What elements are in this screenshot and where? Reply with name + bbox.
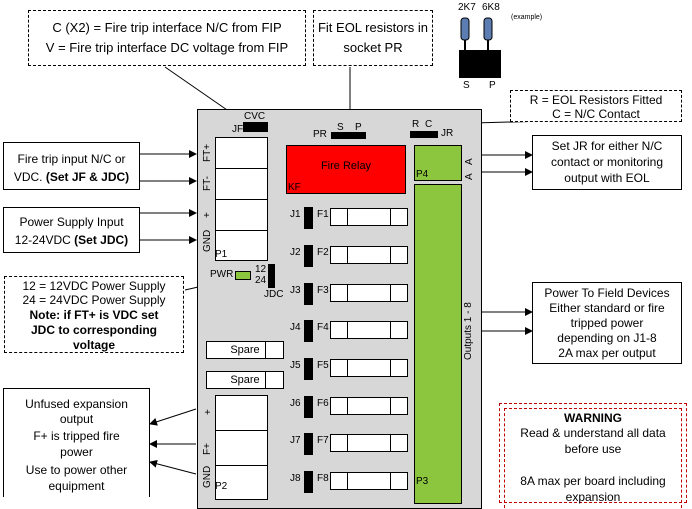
warning-box: WARNING Read & understand all data befor… xyxy=(499,403,687,508)
note-power-supply-input: Power Supply Input 12-24VDC (Set JDC) xyxy=(3,207,140,253)
jumper-label-2: J2 xyxy=(290,247,301,258)
note-jr-legend: R = EOL Resistors Fitted C = N/C Contact xyxy=(510,90,682,122)
terminal-p4[interactable]: P4 xyxy=(414,145,462,181)
note-fire-trip-input: Fire trip input N/C or VDC. (Set JF & JD… xyxy=(3,142,140,190)
note-fire-trip-interface: C (X2) = Fire trip interface N/C from FI… xyxy=(28,10,306,66)
jumper-label-3: J3 xyxy=(290,285,301,296)
jumper-1[interactable] xyxy=(304,207,313,229)
jumper-8[interactable] xyxy=(304,471,313,493)
socket-pr[interactable] xyxy=(331,132,366,139)
note-field-devices: Power To Field Devices Either standard o… xyxy=(532,282,682,364)
fuse-1[interactable] xyxy=(330,208,408,226)
fuse-label-8: F8 xyxy=(317,473,329,484)
fuse-6[interactable] xyxy=(330,397,408,415)
jumper-2[interactable] xyxy=(304,245,313,267)
jumper-3[interactable] xyxy=(304,283,313,305)
fuse-2[interactable] xyxy=(330,246,408,264)
note-expansion-output: Unfused expansion output F+ is tripped f… xyxy=(3,388,150,497)
eol-resistor-example: 2K7 6K8 (example) S P xyxy=(455,0,565,92)
note-set-jr: Set JR for either N/C contact or monitor… xyxy=(532,135,682,190)
arrow-exp-plus xyxy=(149,408,197,426)
fuse-label-5: F5 xyxy=(317,360,329,371)
fuse-label-7: F7 xyxy=(317,435,329,446)
jumper-label-6: J6 xyxy=(290,398,301,409)
note-supply-voltage: 12 = 12VDC Power Supply 24 = 24VDC Power… xyxy=(4,276,184,353)
fuse-8[interactable] xyxy=(330,472,408,490)
terminal-p1[interactable] xyxy=(215,137,268,261)
jumper-4[interactable] xyxy=(304,320,313,342)
fuse-label-3: F3 xyxy=(317,285,329,296)
fuse-3[interactable] xyxy=(330,284,408,302)
jumper-label-1: J1 xyxy=(290,209,301,220)
jumper-7[interactable] xyxy=(304,433,313,455)
spare-fuse-2: Spare xyxy=(206,371,284,389)
jumper-jr[interactable] xyxy=(410,131,438,138)
fuse-label-6: F6 xyxy=(317,398,329,409)
note-fit-eol-resistors: Fit EOL resistors in socket PR xyxy=(313,10,433,66)
jumper-label-8: J8 xyxy=(290,473,301,484)
jumper-label-5: J5 xyxy=(290,360,301,371)
jumper-jdc[interactable] xyxy=(268,264,275,288)
warning-title: WARNING xyxy=(564,411,622,425)
circuit-board: JF CVC PR S P R C JR P1 FT+ FT- + GND Fi… xyxy=(197,109,482,509)
fuse-4[interactable] xyxy=(330,321,408,339)
jumper-5[interactable] xyxy=(304,358,313,380)
fuse-label-1: F1 xyxy=(317,209,329,220)
fuse-5[interactable] xyxy=(330,359,408,377)
fuse-label-4: F4 xyxy=(317,322,329,333)
terminal-p3[interactable]: P3 xyxy=(414,184,462,504)
power-led xyxy=(235,271,251,280)
fuse-label-2: F2 xyxy=(317,247,329,258)
fire-relay: Fire Relay KF xyxy=(286,145,406,194)
arrow-exp-gnd xyxy=(149,459,197,475)
terminal-p2[interactable] xyxy=(215,395,268,500)
jumper-jf[interactable] xyxy=(243,122,268,132)
resistor-icon xyxy=(459,17,501,78)
fuse-7[interactable] xyxy=(330,434,408,452)
jumper-label-4: J4 xyxy=(290,322,301,333)
spare-fuse-1: Spare xyxy=(206,341,284,359)
jumper-6[interactable] xyxy=(304,396,313,418)
jumper-label-7: J7 xyxy=(290,435,301,446)
